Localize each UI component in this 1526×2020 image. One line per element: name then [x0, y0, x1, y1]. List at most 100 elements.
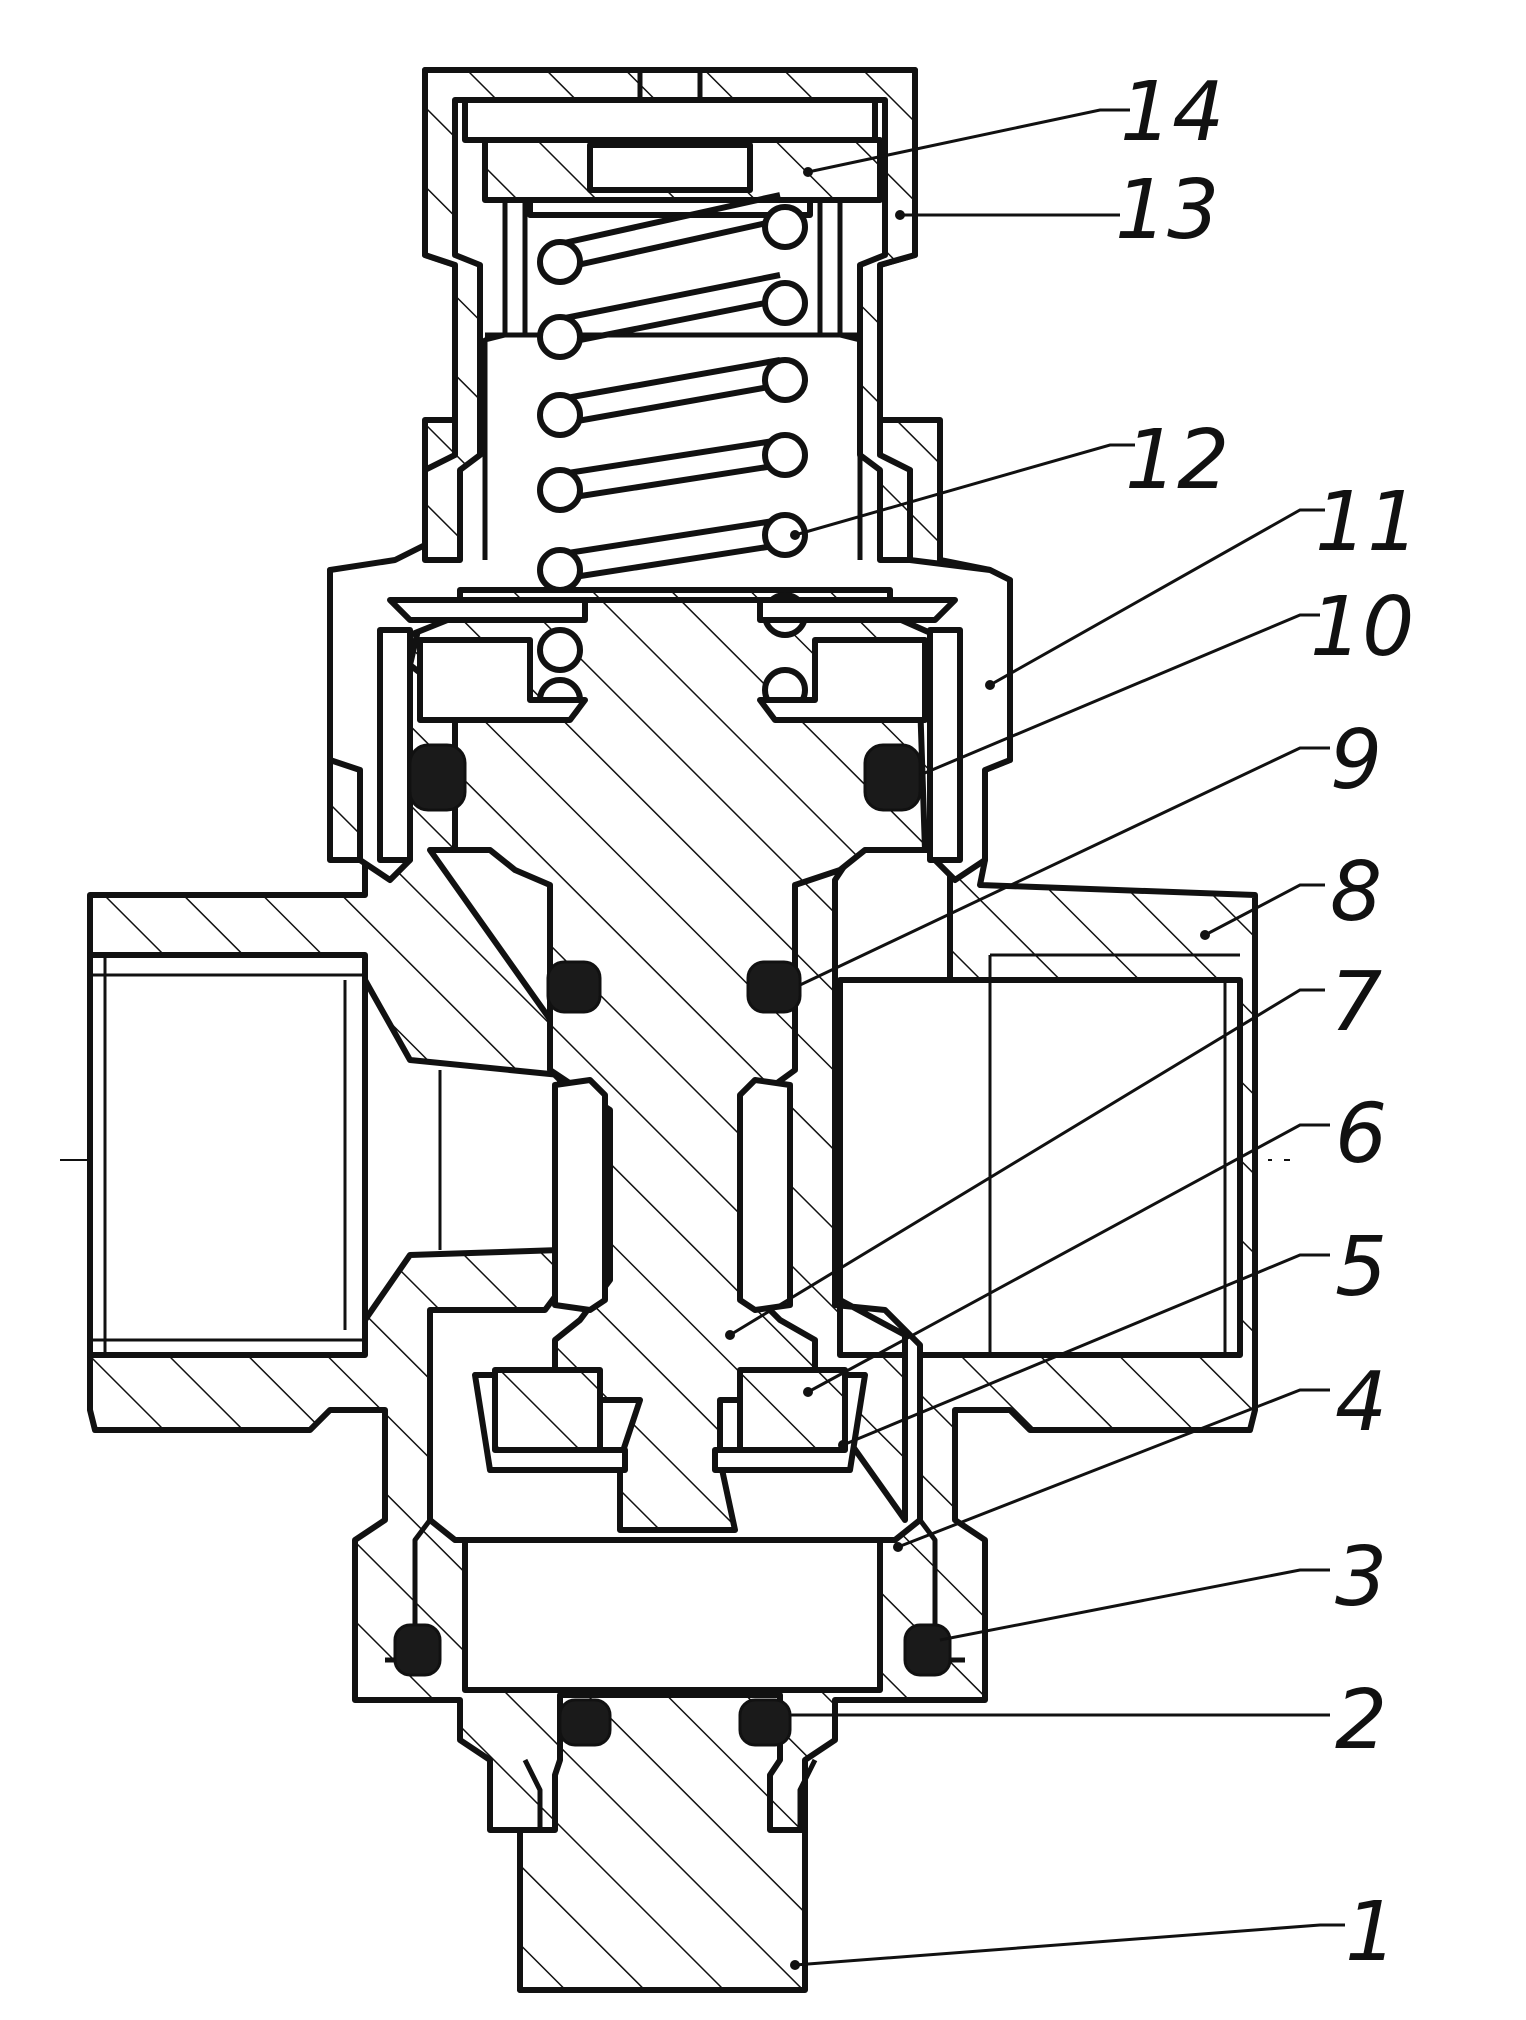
spring-coil-section [537, 627, 583, 673]
plug-thread [522, 1758, 543, 1830]
callout-8: 8 [1200, 845, 1382, 940]
stem-neck-cutout [552, 1077, 608, 1313]
outlet-port-bore [837, 977, 1243, 1358]
spring-coil-section [537, 467, 583, 513]
spring-coil-section [537, 314, 583, 360]
leader-line-5 [842, 1253, 1330, 1447]
callout-label-11: 11 [1315, 475, 1419, 570]
adjust-screw-head [587, 142, 753, 193]
leader-line-8 [1204, 883, 1325, 937]
o-ring-9-right [746, 960, 802, 1014]
callout-4: 4 [893, 1355, 1387, 1552]
bonnet-wall [422, 67, 918, 563]
spring-wire [554, 382, 781, 428]
leader-dot-14 [803, 167, 813, 177]
leader-dot-7 [725, 1330, 735, 1340]
callout-10: 10 [919, 580, 1414, 777]
spring-coil-section [762, 512, 808, 558]
spring-wire [554, 357, 781, 403]
spring-wire [554, 437, 781, 478]
piston-washer [757, 597, 958, 623]
leader-line-3 [939, 1568, 1330, 1642]
o-ring-3-left [393, 1623, 442, 1677]
callout-label-14: 14 [1120, 65, 1224, 160]
leader-line-11 [989, 508, 1325, 687]
leader-line-12 [794, 443, 1135, 537]
stem-neck-cutout [737, 1077, 793, 1313]
spring-coil-section [762, 432, 808, 478]
callout-3: 3 [939, 1530, 1387, 1642]
o-ring-10-left [408, 743, 467, 812]
spring-wire [554, 297, 781, 348]
leader-dot-12 [790, 530, 800, 540]
leader-dot-11 [985, 680, 995, 690]
valve-disc [492, 1367, 603, 1453]
leader-dot-5 [838, 1440, 848, 1450]
leader-line-9 [799, 746, 1330, 987]
spring-coil-section [537, 392, 583, 438]
leader-dot-1 [790, 1960, 800, 1970]
callout-14: 14 [803, 65, 1224, 177]
leader-line-10 [919, 613, 1320, 777]
callout-label-4: 4 [1335, 1355, 1387, 1450]
callout-5: 5 [838, 1220, 1387, 1450]
plug-thread [797, 1758, 818, 1830]
spring-wire [554, 462, 781, 503]
callout-label-7: 7 [1330, 955, 1382, 1050]
piston-housing [377, 627, 413, 863]
valve-disc [737, 1367, 848, 1453]
callout-1: 1 [790, 1885, 1397, 1980]
cartridge-insert [462, 1537, 883, 1693]
spring-wire [554, 272, 781, 323]
callout-label-1: 1 [1345, 1885, 1397, 1980]
piston-cup [757, 637, 928, 723]
leader-line-4 [897, 1388, 1330, 1549]
o-ring-2-left [558, 1698, 612, 1747]
callout-label-5: 5 [1335, 1220, 1387, 1315]
inlet-port-bore [87, 952, 368, 1358]
leader-dot-4 [893, 1542, 903, 1552]
callout-7: 7 [725, 955, 1382, 1340]
piston-housing [927, 627, 963, 863]
spring-wire [554, 217, 781, 273]
piston-cup [417, 637, 588, 723]
o-ring-10-right [863, 743, 922, 812]
spring-coil-section [762, 280, 808, 326]
leader-dot-6 [803, 1387, 813, 1397]
callout-label-13: 13 [1115, 163, 1219, 258]
adjust-cap [462, 97, 878, 143]
spring-wire [554, 517, 781, 558]
callout-label-8: 8 [1330, 845, 1382, 940]
callout-9: 9 [799, 713, 1382, 987]
callout-13: 13 [895, 163, 1219, 258]
o-ring-9-left [546, 960, 602, 1014]
leader-line-14 [807, 108, 1130, 174]
callout-label-12: 12 [1125, 413, 1229, 508]
o-ring-3-right [903, 1623, 952, 1677]
callout-11: 11 [985, 475, 1419, 690]
leader-line-7 [729, 988, 1325, 1337]
bottom-plug [517, 1692, 808, 1993]
callout-6: 6 [803, 1087, 1387, 1397]
spring-wire [554, 542, 781, 583]
callout-label-2: 2 [1335, 1673, 1387, 1768]
callout-2: 2 [790, 1673, 1387, 1768]
callout-label-3: 3 [1335, 1530, 1387, 1625]
leader-dot-8 [1200, 930, 1210, 940]
spring-coil-section [762, 357, 808, 403]
spring-wire [554, 192, 781, 248]
leader-line-6 [807, 1123, 1330, 1394]
o-ring-2-right [738, 1698, 792, 1747]
spring [537, 192, 808, 723]
leader-line-1 [794, 1923, 1345, 1967]
spring-coil-section [537, 239, 583, 285]
spring-coil-section [762, 204, 808, 250]
callout-label-6: 6 [1335, 1087, 1387, 1182]
callout-label-10: 10 [1310, 580, 1414, 675]
callout-label-9: 9 [1330, 713, 1382, 808]
callout-12: 12 [790, 413, 1229, 540]
spring-coil-section [537, 547, 583, 593]
piston-washer [387, 597, 588, 623]
leader-dot-13 [895, 210, 905, 220]
